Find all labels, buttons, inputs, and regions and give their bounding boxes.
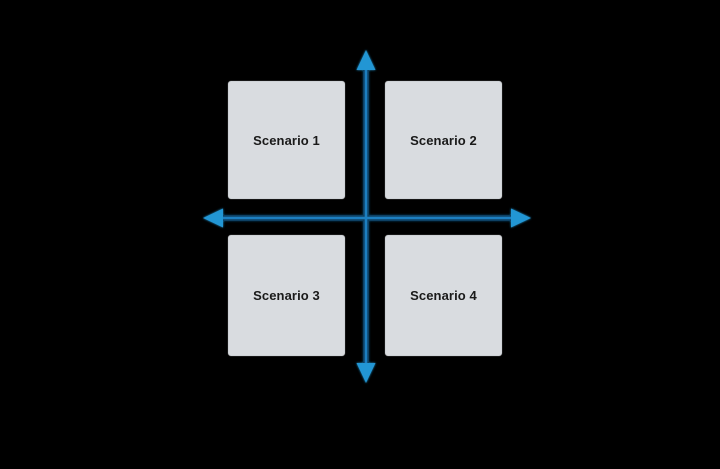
scenario-box-2[interactable]: Scenario 2	[385, 81, 502, 199]
scenario-box-3[interactable]: Scenario 3	[228, 235, 345, 356]
scenario-box-4[interactable]: Scenario 4	[385, 235, 502, 356]
y-axis-arrow-up-icon	[356, 50, 376, 70]
scenario-box-3-label: Scenario 3	[253, 288, 320, 303]
x-axis-arrow-left-icon	[203, 208, 223, 228]
scenario-box-1-label: Scenario 1	[253, 132, 320, 148]
scenario-box-2-label: Scenario 2	[410, 132, 477, 148]
y-axis-arrow-down-icon	[356, 363, 376, 383]
scenario-box-4-label: Scenario 4	[410, 288, 477, 303]
x-axis-arrow-right-icon	[511, 208, 531, 228]
scenario-box-1[interactable]: Scenario 1	[228, 81, 345, 199]
